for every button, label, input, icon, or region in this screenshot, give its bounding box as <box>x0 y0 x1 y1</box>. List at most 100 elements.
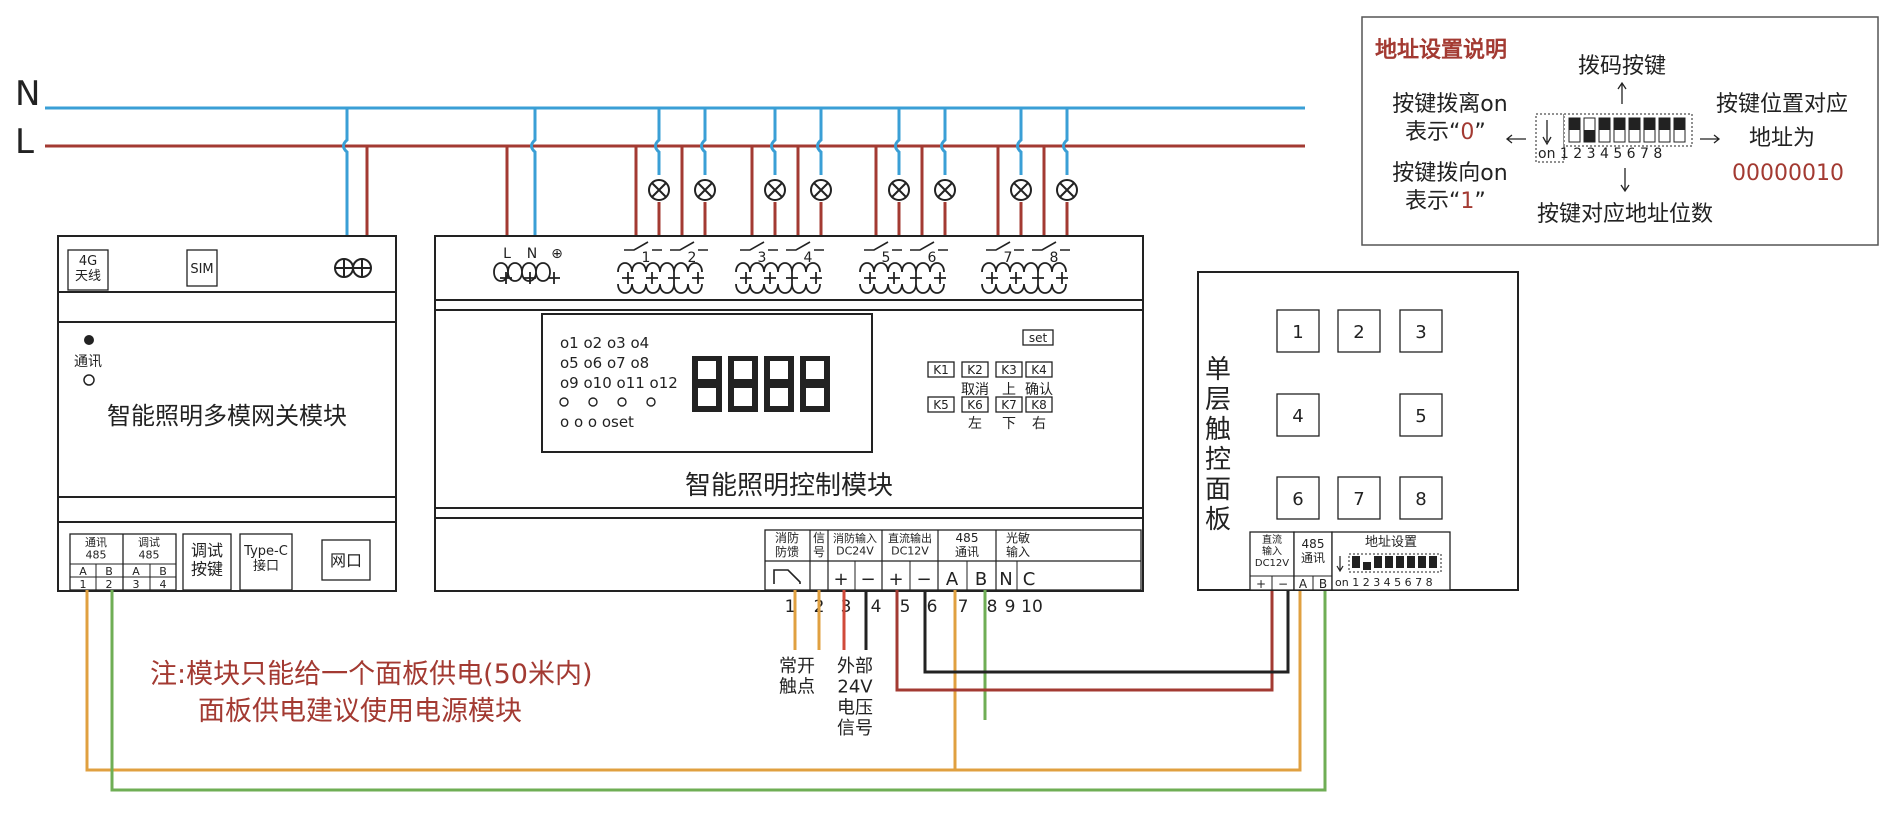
terminal-symbol: − <box>916 569 931 590</box>
on-value: 1 <box>1460 189 1474 214</box>
debug-button-label: 调试按键 <box>191 541 223 578</box>
panel-key-label: 3 <box>1415 322 1426 343</box>
terminal-number: 4 <box>871 597 882 617</box>
lamp-icon <box>1010 179 1032 201</box>
note-line-1: 注:模块只能给一个面板供电(50米内) <box>150 659 593 690</box>
power-n-label: N <box>527 246 537 262</box>
panel-title-char: 板 <box>1205 505 1231 535</box>
relay-label: 2 <box>688 250 697 266</box>
panel-title-char: 面 <box>1205 475 1231 505</box>
port-b-label: B <box>159 565 167 578</box>
panel-title-char: 单 <box>1205 355 1231 385</box>
controller-module: L N ⊕ 1 2 3 4 5 6 7 8 <box>434 235 1144 592</box>
address-box-title: 地址设置说明 <box>1375 37 1507 63</box>
lamp-icon <box>694 179 716 201</box>
on-text-line1: 按键拨向on <box>1392 161 1507 186</box>
panel-dip-numbers: on 1 2 3 4 5 6 7 8 <box>1335 576 1433 589</box>
bit-count-label: 按键对应地址位数 <box>1537 202 1713 227</box>
led-icon <box>646 397 656 407</box>
lamp-icon <box>1056 179 1078 201</box>
lamp-icon <box>648 179 670 201</box>
panel-key-label: 7 <box>1353 489 1364 510</box>
terminal-number: 6 <box>927 597 938 617</box>
panel-title-char: 控 <box>1205 445 1231 475</box>
terminal-symbol: C <box>1023 569 1036 590</box>
terminal-block-icons <box>493 262 1068 294</box>
terminal-symbol: A <box>946 569 959 590</box>
key-label: K4 <box>1031 363 1047 377</box>
terminal-number: 8 <box>987 597 998 617</box>
network-port-label: 网口 <box>330 551 362 570</box>
input-stubs <box>793 590 868 650</box>
set-key <box>1022 329 1054 346</box>
power-earth-label: ⊕ <box>551 246 563 262</box>
controller-title: 智能照明控制模块 <box>685 471 893 501</box>
dip-switch-numbers: on 1 2 3 4 5 6 7 8 <box>1538 146 1662 162</box>
lamp-icon <box>934 179 956 201</box>
panel-title-char: 层 <box>1205 385 1231 415</box>
panel-title-char: 触 <box>1205 415 1231 445</box>
sim-slot <box>186 249 218 287</box>
seven-segment-display <box>692 356 830 412</box>
lamp-icons <box>648 179 1078 201</box>
off-text-line2: 表示“0” <box>1405 120 1486 145</box>
relay-label: 4 <box>804 250 813 266</box>
panel-keys: 1 2 3 4 5 6 7 8 <box>1276 309 1443 520</box>
panel-key-label: 4 <box>1292 406 1303 427</box>
address-instruction-box: 地址设置说明 拨码按键 按键拨离on 表示“0” 按键拨向on 表示“1” on… <box>1361 16 1879 246</box>
relay-label: 1 <box>642 250 651 266</box>
arrow-up-icon <box>1617 81 1627 104</box>
n-bus-label: N <box>15 74 40 114</box>
led-row: o9 o10 o11 o12 <box>560 374 678 392</box>
terminal-number: 4 <box>160 578 167 591</box>
close-quote: ” <box>1474 120 1485 145</box>
position-text-line2: 地址为 <box>1749 126 1815 151</box>
terminal-symbol: + <box>888 569 903 590</box>
led-row: o o o oset <box>560 413 634 431</box>
set-key-label: set <box>1029 331 1048 345</box>
panel-key-label: 8 <box>1415 489 1426 510</box>
terminal-number: 1 <box>80 578 87 591</box>
panel-address-title: 地址设置 <box>1365 535 1417 550</box>
arrow-right-icon <box>1700 134 1721 144</box>
terminal-number: 7 <box>958 597 969 617</box>
led-icon <box>588 397 598 407</box>
dip-switch-label: 拨码按键 <box>1578 54 1666 79</box>
note-line-2: 面板供电建议使用电源模块 <box>198 696 522 727</box>
lamp-icon <box>810 179 832 201</box>
relay-label: 7 <box>1004 250 1013 266</box>
antenna-port <box>67 249 109 291</box>
terminal-header: 光敏输入 <box>1006 530 1030 559</box>
power-l-label: L <box>503 246 511 262</box>
on-text-prefix: 表示“ <box>1405 189 1460 214</box>
normally-open-contact-icon <box>773 569 801 584</box>
relay-label: 8 <box>1050 250 1059 266</box>
function-keys: K1 K2 K3 K4 取消 上 确认 K5 K6 K7 K8 左 下 右 <box>927 361 1053 432</box>
terminal-number: 9 <box>1005 597 1016 617</box>
panel-key-label: 2 <box>1353 322 1364 343</box>
dip-switch-icon <box>1535 113 1693 163</box>
key-function-label: 下 <box>1002 416 1016 432</box>
address-value: 00000010 <box>1732 161 1844 186</box>
gateway-title: 智能照明多模网关模块 <box>107 402 347 430</box>
panel-key-label: 6 <box>1292 489 1303 510</box>
comm-led-off-icon <box>83 374 95 386</box>
normally-open-label: 常开触点 <box>779 656 815 698</box>
terminal-header: 信号 <box>813 531 825 559</box>
key-function-label: 上 <box>1002 382 1016 398</box>
key-function-label: 左 <box>968 416 982 432</box>
terminal-symbol: + <box>833 569 848 590</box>
arrow-left-icon <box>1505 134 1526 144</box>
key-label: K8 <box>1031 398 1047 412</box>
